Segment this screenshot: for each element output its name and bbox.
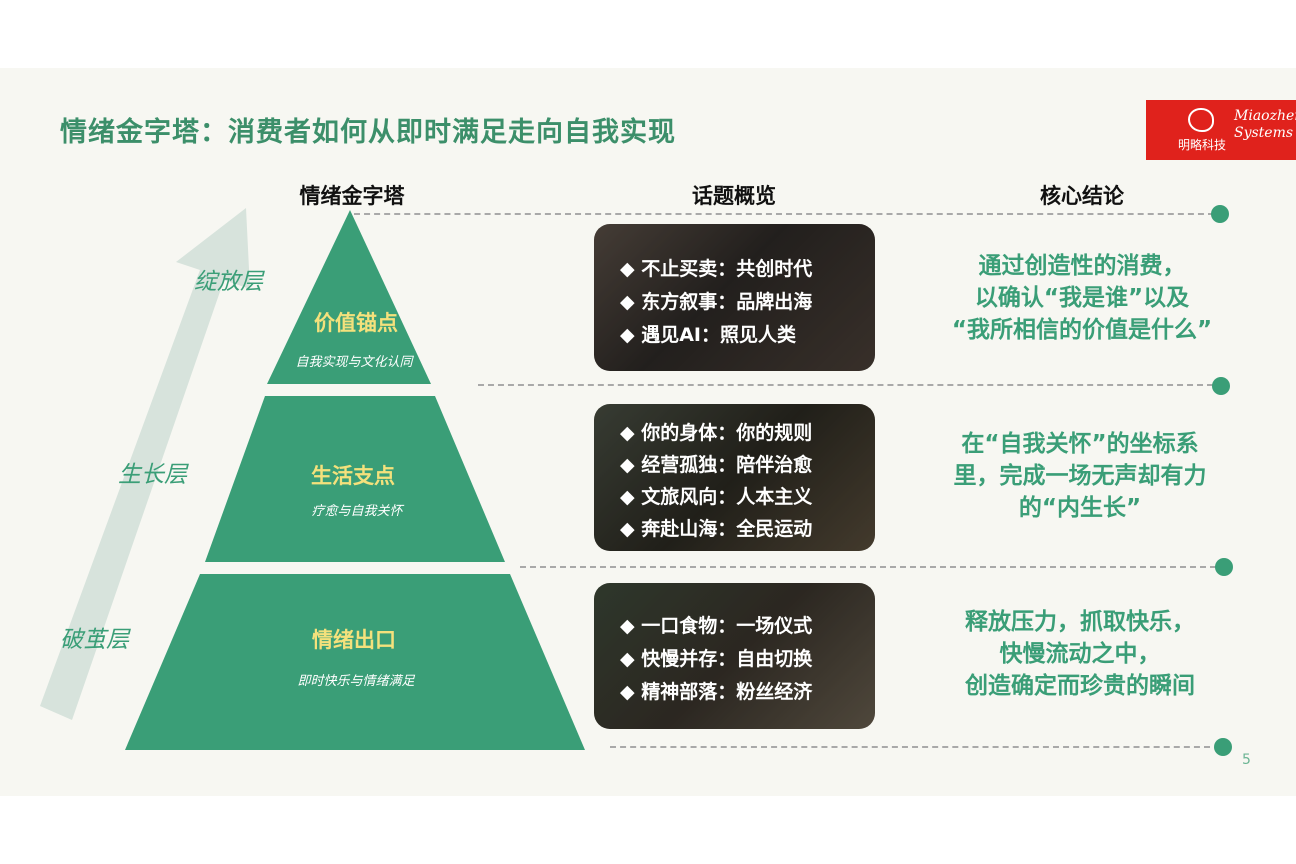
divider-dot-1 (1211, 205, 1229, 223)
logo-text-en-line2: Systems (1234, 125, 1294, 141)
conclusion-bottom: 释放压力，抓取快乐， 快慢流动之中， 创造确定而珍贵的瞬间 (965, 606, 1195, 702)
conclusion-line: 创造确定而珍贵的瞬间 (965, 673, 1195, 699)
divider-line-2 (478, 384, 1213, 386)
conclusion-line: 在“自我关怀”的坐标系 (961, 431, 1199, 457)
column-header-conclusion: 核心结论 (1040, 184, 1124, 208)
conclusion-line: 以确认“我是谁”以及 (974, 285, 1190, 311)
topic-card-middle: ◆ 你的身体：你的规则 ◆ 经营孤独：陪伴治愈 ◆ 文旅风向：人本主义 ◆ 奔赴… (594, 404, 875, 551)
divider-dot-3 (1215, 558, 1233, 576)
topic-card-overlay (594, 224, 875, 371)
topic-item: ◆ 奔赴山海：全民运动 (620, 518, 813, 540)
divider-line-4 (610, 746, 1210, 748)
divider-dot-4 (1214, 738, 1232, 756)
topic-item: ◆ 你的身体：你的规则 (620, 422, 813, 444)
tier-subtitle-top: 自我实现与文化认同 (295, 355, 413, 370)
topic-item: ◆ 遇见AI：照见人类 (620, 324, 797, 346)
layer-label-top: 绽放层 (194, 269, 263, 295)
logo-text-en: Miaozhen Systems (1234, 108, 1296, 142)
layer-label-bottom: 破茧层 (60, 627, 129, 653)
tier-subtitle-middle: 疗愈与自我关怀 (311, 504, 403, 519)
logo-text-en-line1: Miaozhen (1234, 108, 1296, 124)
topic-card-overlay (594, 583, 875, 729)
pyramid-tier-bottom (125, 574, 585, 750)
topic-card-top: ◆ 不止买卖：共创时代 ◆ 东方叙事：品牌出海 ◆ 遇见AI：照见人类 (594, 224, 875, 371)
column-header-pyramid: 情绪金字塔 (299, 184, 405, 208)
tier-title-bottom: 情绪出口 (312, 628, 396, 652)
pyramid-tier-top (267, 210, 431, 384)
conclusion-line: 释放压力，抓取快乐， (965, 609, 1195, 635)
company-logo: 明略科技 Miaozhen Systems (1146, 100, 1296, 160)
topic-item: ◆ 经营孤独：陪伴治愈 (620, 454, 813, 476)
conclusion-line: 通过创造性的消费， (978, 253, 1186, 279)
page-title: 情绪金字塔：消费者如何从即时满足走向自我实现 (60, 117, 676, 148)
topic-item: ◆ 一口食物：一场仪式 (620, 615, 813, 637)
topic-item: ◆ 快慢并存：自由切换 (620, 648, 813, 670)
conclusion-line: 快慢流动之中， (999, 641, 1161, 667)
conclusion-line: “我所相信的价值是什么” (951, 317, 1213, 343)
topic-item: ◆ 东方叙事：品牌出海 (620, 291, 813, 313)
layer-label-middle: 生长层 (118, 462, 187, 488)
topic-card-overlay (594, 404, 875, 551)
tier-title-middle: 生活支点 (311, 464, 395, 488)
topic-item: ◆ 不止买卖：共创时代 (620, 258, 813, 280)
topic-item: ◆ 精神部落：粉丝经济 (620, 681, 813, 703)
conclusion-top: 通过创造性的消费， 以确认“我是谁”以及 “我所相信的价值是什么” (952, 250, 1212, 346)
divider-line-3 (520, 566, 1216, 568)
conclusion-line: 里，完成一场无声却有力 (953, 463, 1207, 489)
logo-text-cn: 明略科技 (1178, 138, 1227, 152)
divider-dot-2 (1212, 377, 1230, 395)
topic-card-bottom: ◆ 一口食物：一场仪式 ◆ 快慢并存：自由切换 ◆ 精神部落：粉丝经济 (594, 583, 875, 729)
growth-arrow-icon (40, 208, 250, 720)
divider-line-1 (354, 213, 1214, 215)
tier-subtitle-bottom: 即时快乐与情绪满足 (297, 674, 415, 689)
logo-mark-icon (1188, 108, 1214, 132)
conclusion-middle: 在“自我关怀”的坐标系 里，完成一场无声却有力 的“内生长” (954, 428, 1207, 524)
tier-title-top: 价值锚点 (314, 311, 398, 335)
pyramid-tier-middle (205, 396, 505, 562)
column-header-topics: 话题概览 (692, 184, 776, 208)
conclusion-line: 的“内生长” (1018, 495, 1142, 521)
topic-item: ◆ 文旅风向：人本主义 (620, 486, 813, 508)
page-number: 5 (1242, 752, 1251, 768)
